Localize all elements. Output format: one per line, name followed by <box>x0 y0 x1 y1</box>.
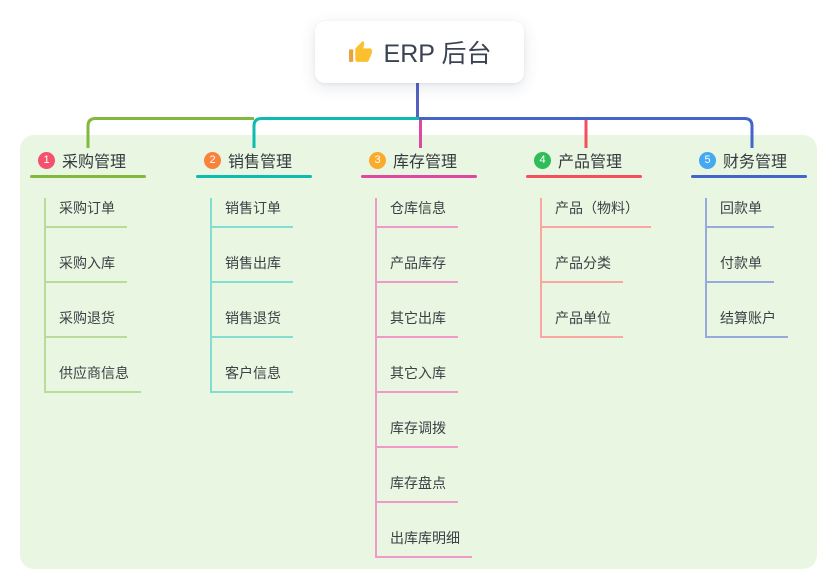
child-node[interactable]: 其它入库 <box>377 363 458 393</box>
child-node[interactable]: 产品单位 <box>542 308 623 338</box>
branch-purchase-management: 1 采购管理 采购订单 采购入库 采购退货 供应商信息 <box>30 147 146 393</box>
root-title: ERP 后台 <box>383 40 492 68</box>
branch-label: 库存管理 <box>393 154 458 171</box>
child-node[interactable]: 其它出库 <box>377 308 458 338</box>
branch-children: 仓库信息 产品库存 其它出库 其它入库 库存调拨 库存盘点 出库库明细 <box>375 198 477 558</box>
child-node[interactable]: 采购入库 <box>46 253 127 283</box>
branch-label: 销售管理 <box>228 154 293 171</box>
branch-label: 采购管理 <box>62 154 127 171</box>
branch-number-badge: 4 <box>534 151 551 169</box>
branch-node-product[interactable]: 4 产品管理 <box>526 147 642 173</box>
branch-underline <box>691 175 807 178</box>
branch-underline <box>30 175 146 178</box>
branch-finance-management: 5 财务管理 回款单 付款单 结算账户 <box>691 147 807 338</box>
branch-inventory-management: 3 库存管理 仓库信息 产品库存 其它出库 其它入库 库存调拨 库存盘点 出库库… <box>361 147 477 558</box>
branch-underline <box>361 175 477 178</box>
child-node[interactable]: 产品库存 <box>377 253 458 283</box>
child-node[interactable]: 出库库明细 <box>377 528 472 558</box>
branch-children: 销售订单 销售出库 销售退货 客户信息 <box>210 198 312 393</box>
branch-node-inventory[interactable]: 3 库存管理 <box>361 147 477 173</box>
branch-product-management: 4 产品管理 产品（物料） 产品分类 产品单位 <box>526 147 651 338</box>
child-node[interactable]: 采购订单 <box>46 198 127 228</box>
child-node[interactable]: 采购退货 <box>46 308 127 338</box>
branch-number-badge: 3 <box>369 151 386 169</box>
child-node[interactable]: 库存盘点 <box>377 473 458 503</box>
branch-children: 产品（物料） 产品分类 产品单位 <box>540 198 651 338</box>
child-node[interactable]: 销售退货 <box>212 308 293 338</box>
branch-node-finance[interactable]: 5 财务管理 <box>691 147 807 173</box>
branch-label: 产品管理 <box>558 154 623 171</box>
branch-children: 回款单 付款单 结算账户 <box>705 198 807 338</box>
branch-number-badge: 5 <box>699 151 716 169</box>
child-node[interactable]: 销售出库 <box>212 253 293 283</box>
branch-number-badge: 2 <box>204 151 221 169</box>
child-node[interactable]: 库存调拨 <box>377 418 458 448</box>
branch-underline <box>196 175 312 178</box>
child-node[interactable]: 付款单 <box>707 253 774 283</box>
child-node[interactable]: 产品分类 <box>542 253 623 283</box>
mindmap-background-panel <box>20 135 817 569</box>
child-node[interactable]: 供应商信息 <box>46 363 141 393</box>
branch-node-sales[interactable]: 2 销售管理 <box>196 147 312 173</box>
child-node[interactable]: 结算账户 <box>707 308 788 338</box>
child-node[interactable]: 产品（物料） <box>542 198 651 228</box>
root-node[interactable]: ERP 后台 <box>315 21 524 83</box>
branch-node-purchase[interactable]: 1 采购管理 <box>30 147 146 173</box>
child-node[interactable]: 仓库信息 <box>377 198 458 228</box>
child-node[interactable]: 回款单 <box>707 198 774 228</box>
thumbs-up-icon <box>348 40 373 65</box>
branch-label: 财务管理 <box>723 154 788 171</box>
branch-children: 采购订单 采购入库 采购退货 供应商信息 <box>44 198 146 393</box>
branch-underline <box>526 175 642 178</box>
branch-number-badge: 1 <box>38 151 55 169</box>
branch-sales-management: 2 销售管理 销售订单 销售出库 销售退货 客户信息 <box>196 147 312 393</box>
child-node[interactable]: 销售订单 <box>212 198 293 228</box>
child-node[interactable]: 客户信息 <box>212 363 293 393</box>
